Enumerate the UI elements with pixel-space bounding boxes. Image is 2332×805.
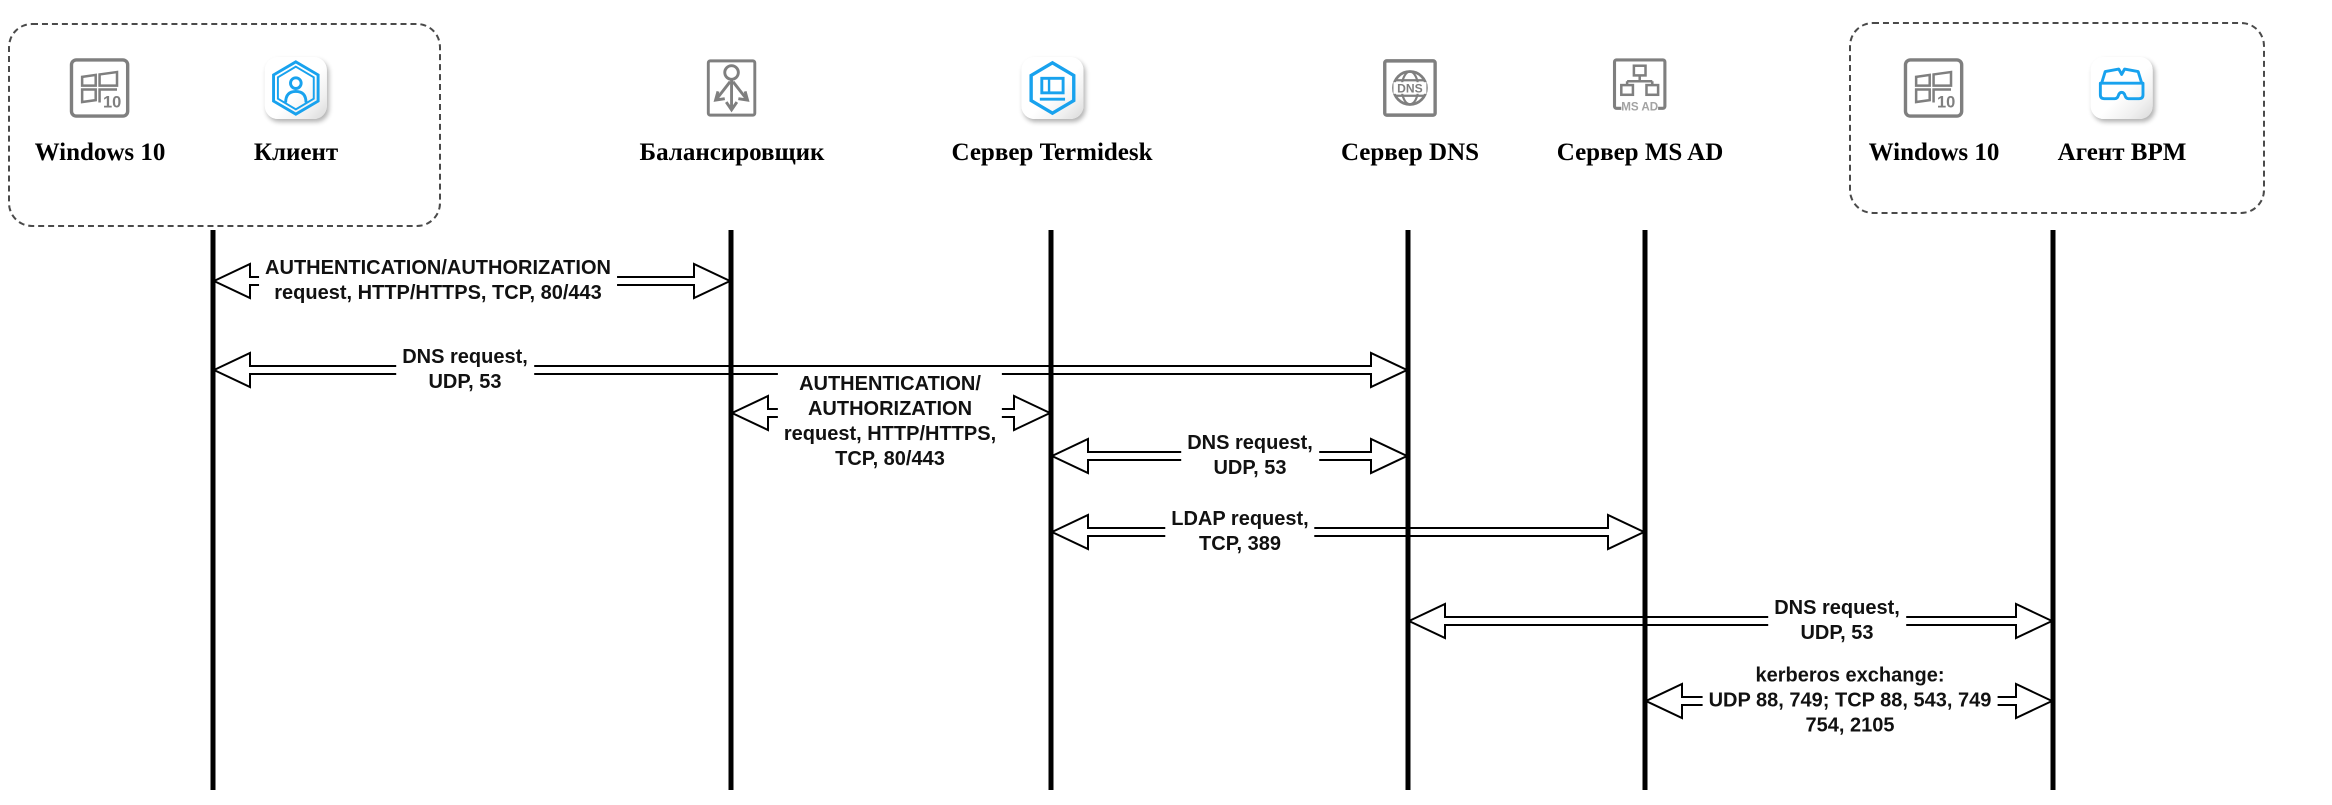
bpm-agent-glasses-icon	[2091, 57, 2153, 119]
windows-10-icon: 10	[1903, 57, 1965, 119]
message-line: request, HTTP/HTTPS,	[783, 423, 997, 445]
ms-ad-tree-icon: MS AD	[1609, 57, 1671, 119]
node-ms-ad-server: MS AD Сервер MS AD	[1556, 57, 1724, 167]
node-label: Агент BPM	[2057, 139, 2187, 166]
message-dns-termidesk-dns-server: DNS request, UDP, 53	[1051, 431, 1408, 481]
message-kerberos-msad-agent: kerberos exchange: UDP 88, 749; TCP 88, …	[1645, 663, 2053, 739]
message-auth-client-balancer: AUTHENTICATION/AUTHORIZATION request, HT…	[213, 256, 731, 306]
lifeline-dns-server	[1405, 230, 1411, 790]
message-label: DNS request, UDP, 53	[396, 345, 534, 395]
node-label: Windows 10	[34, 139, 166, 166]
node-label: Сервер Termidesk	[951, 139, 1153, 166]
message-line: LDAP request,	[1171, 508, 1309, 530]
message-label: AUTHENTICATION/AUTHORIZATION request, HT…	[259, 256, 617, 306]
client-group-box	[8, 23, 441, 227]
windows-10-badge: 10	[103, 93, 121, 111]
lifeline-ms-ad	[1642, 230, 1648, 790]
node-label: Сервер DNS	[1340, 139, 1480, 166]
message-line: DNS request,	[1187, 432, 1313, 454]
node-bpm-agent: Агент BPM	[2057, 57, 2187, 167]
lifeline-client	[210, 230, 216, 790]
node-balancer: Балансировщик	[639, 57, 825, 167]
node-client: Клиент	[254, 57, 338, 167]
node-label: Windows 10	[1868, 139, 2000, 166]
message-label: DNS request, UDP, 53	[1181, 431, 1319, 481]
message-dns-client-dns-server: DNS request, UDP, 53	[213, 345, 1408, 395]
message-line: DNS request,	[1774, 597, 1900, 619]
double-arrow-icon	[1051, 513, 1645, 551]
message-label: kerberos exchange: UDP 88, 749; TCP 88, …	[1702, 663, 1998, 739]
client-hexagon-user-icon	[265, 57, 327, 119]
message-label: DNS request, UDP, 53	[1768, 596, 1906, 646]
node-windows-10-right: 10 Windows 10	[1868, 57, 2000, 167]
node-termidesk: Сервер Termidesk	[951, 57, 1153, 167]
message-line: AUTHORIZATION	[807, 398, 973, 420]
dns-icon-label: DNS	[1397, 81, 1423, 95]
lifeline-balancer	[728, 230, 734, 790]
windows-10-icon: 10	[69, 57, 131, 119]
message-line: request, HTTP/HTTPS, TCP, 80/443	[274, 282, 602, 304]
lifeline-bpm-agent	[2050, 230, 2056, 790]
message-line: AUTHENTICATION/AUTHORIZATION	[265, 257, 611, 279]
node-dns-server: DNS Сервер DNS	[1341, 57, 1479, 167]
agent-group-box	[1849, 22, 2265, 214]
node-windows-10-left: 10 Windows 10	[34, 57, 166, 167]
message-line: UDP, 53	[1800, 622, 1874, 644]
node-label: Клиент	[253, 139, 339, 166]
message-line: UDP 88, 749; TCP 88, 543, 749	[1708, 689, 1992, 712]
ms-ad-icon-label: MS AD	[1622, 100, 1659, 113]
message-line: UDP, 53	[1213, 457, 1287, 479]
message-line: UDP, 53	[428, 371, 502, 393]
message-line: DNS request,	[402, 346, 528, 368]
windows-10-badge: 10	[1937, 93, 1955, 111]
message-ldap-termidesk-msad: LDAP request, TCP, 389	[1051, 507, 1645, 557]
message-line: kerberos exchange:	[1755, 664, 1945, 687]
lifeline-termidesk	[1048, 230, 1054, 790]
message-line: TCP, 80/443	[835, 448, 945, 470]
message-line: TCP, 389	[1199, 533, 1281, 555]
message-line: 754, 2105	[1805, 714, 1895, 737]
double-arrow-icon	[1408, 602, 2053, 640]
node-label: Балансировщик	[639, 139, 825, 166]
load-balancer-icon	[701, 57, 763, 119]
message-auth-balancer-termidesk: AUTHENTICATION/ AUTHORIZATION request, H…	[731, 372, 1051, 472]
node-label: Сервер MS AD	[1556, 139, 1724, 166]
message-line: AUTHENTICATION/	[799, 373, 981, 395]
message-label: LDAP request, TCP, 389	[1165, 507, 1315, 557]
dns-globe-icon: DNS	[1379, 57, 1441, 119]
termidesk-hexagon-icon	[1021, 57, 1083, 119]
message-dns-dns-server-agent: DNS request, UDP, 53	[1408, 596, 2053, 646]
message-label: AUTHENTICATION/ AUTHORIZATION request, H…	[777, 372, 1003, 472]
